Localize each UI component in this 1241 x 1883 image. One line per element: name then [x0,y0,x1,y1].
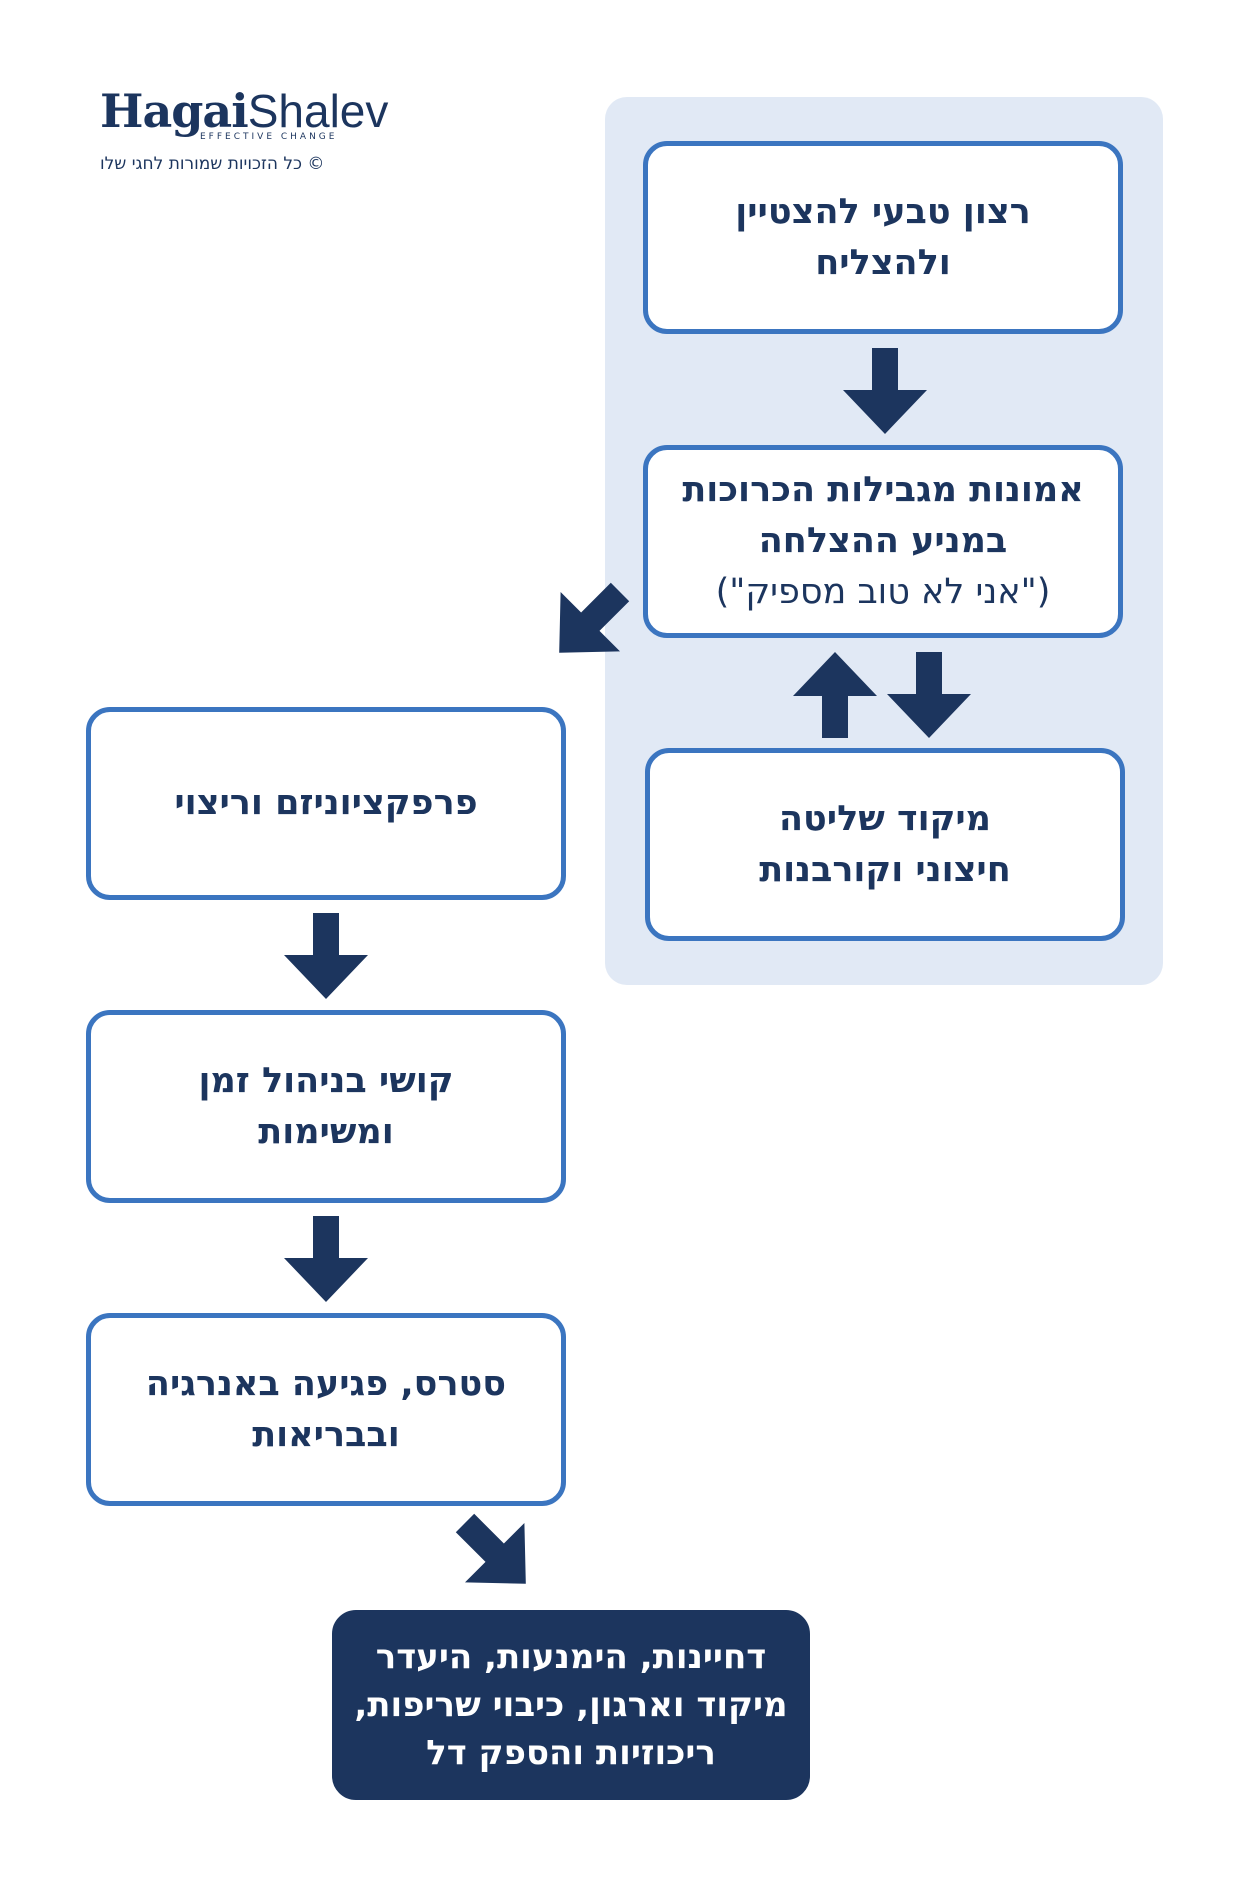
box-stress: סטרס, פגיעה באנרגיה ובבריאות [86,1313,566,1506]
box-locus-of-control-line-2: חיצוני וקורבנות [759,849,1011,890]
arrow-down-time-to-stress [284,1216,368,1302]
box-locus-of-control-line-1: מיקוד שליטה [778,798,992,839]
arrow-down-desire-to-beliefs [843,348,927,434]
box-outcomes-line-3: ריכוזיות והספק דל [426,1733,716,1773]
box-perfectionism: פרפקציוניזם וריצוי [86,707,566,900]
box-time-management-line-1: קושי בניהול זמן [198,1060,454,1101]
logo-part-shalev: Shalev [247,85,389,137]
box-limiting-beliefs: אמונות מגבילות הכרוכות במניע ההצלחה ("אנ… [643,445,1123,638]
box-limiting-beliefs-quote: ("אני לא טוב מספיק") [715,572,1051,612]
box-outcomes-line-1: דחיינות, הימנעות, היעדר [375,1637,767,1677]
logo-wordmark: HagaiShalev [100,88,388,134]
box-perfectionism-line-1: פרפקציוניזם וריצוי [174,783,478,823]
arrow-diagonal-beliefs-to-perfectionism [529,562,650,683]
box-limiting-beliefs-line-2: במניע ההצלחה [758,521,1008,561]
arrow-down-beliefs-to-locus [887,652,971,738]
box-stress-line-2: ובבריאות [252,1414,400,1455]
box-outcomes: דחיינות, הימנעות, היעדר מיקוד וארגון, כי… [332,1610,810,1800]
box-locus-of-control: מיקוד שליטה חיצוני וקורבנות [645,748,1125,941]
logo-part-hagai: Hagai [100,84,249,138]
hagai-shalev-logo: HagaiShalev EFFECTIVE CHANGE [100,88,388,142]
copyright-notice: © כל הזכויות שמורות לחגי שלו [100,154,325,174]
box-natural-desire-line-1: רצון טבעי להצטיין ולהצליח [735,191,1031,283]
arrow-diagonal-stress-to-outcomes [435,1493,556,1614]
box-natural-desire: רצון טבעי להצטיין ולהצליח [643,141,1123,334]
box-limiting-beliefs-line-1: אמונות מגבילות הכרוכות [682,470,1084,510]
box-time-management-line-2: ומשימות [258,1111,394,1152]
box-outcomes-line-2: מיקוד וארגון, כיבוי שריפות, [354,1685,788,1725]
box-stress-line-1: סטרס, פגיעה באנרגיה [145,1363,507,1404]
box-time-management: קושי בניהול זמן ומשימות [86,1010,566,1203]
arrow-up-locus-to-beliefs [793,652,877,738]
arrow-down-perfectionism-to-time [284,913,368,999]
logo-tagline: EFFECTIVE CHANGE [200,132,338,142]
